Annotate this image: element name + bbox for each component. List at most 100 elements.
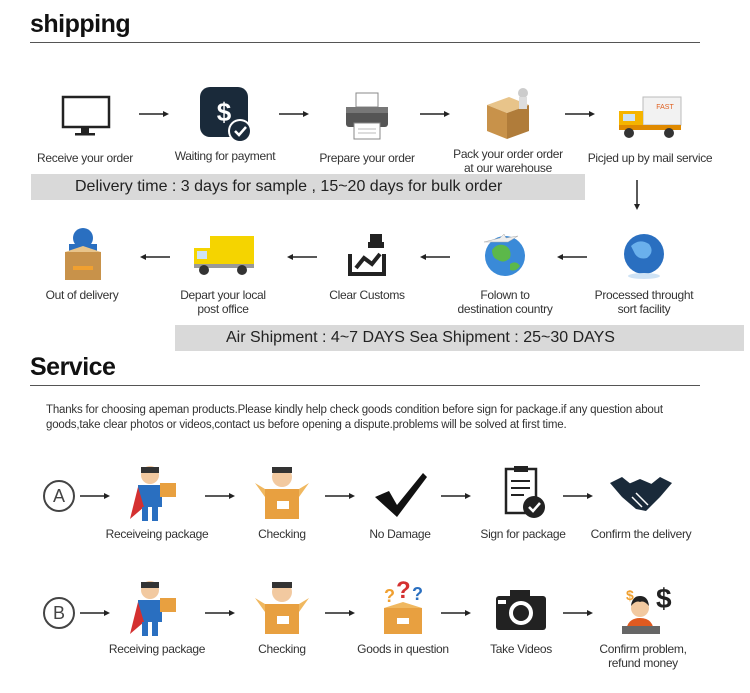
globe-icon (624, 234, 664, 279)
step-label: No Damage (369, 527, 431, 541)
customs-icon (348, 234, 386, 276)
arrow-right-icon (563, 493, 593, 499)
step-label: Goods in question (357, 642, 449, 656)
arrow-right-icon (565, 111, 595, 117)
arrow-right-icon (205, 493, 235, 499)
step-label: Confirm problem, (599, 642, 687, 656)
step-out-of-delivery: Out of delivery (17, 224, 147, 302)
step-clear-customs: Clear Customs (302, 224, 432, 302)
step-label: Processed throught (594, 288, 694, 302)
step-label: Depart your local (180, 288, 266, 302)
step-label: Receive your order (37, 151, 133, 165)
svg-text:$: $ (656, 583, 672, 614)
globe-plane-icon (483, 233, 525, 276)
arrow-left-icon (140, 254, 170, 260)
step-label: Receiving package (108, 642, 206, 656)
delivery-time-banner: Delivery time : 3 days for sample , 15~2… (31, 174, 585, 200)
step-label: Checking (258, 642, 306, 656)
step-sort-facility: Processed throught sort facility (579, 224, 709, 316)
svg-text:$: $ (626, 587, 634, 603)
checkmark-icon (375, 473, 427, 517)
shipping-title: shipping (30, 10, 131, 38)
step-label: Out of delivery (45, 288, 119, 302)
arrow-right-icon (279, 111, 309, 117)
step-checking-b: Checking (217, 578, 347, 656)
svg-text:?: ? (384, 586, 395, 606)
step-label-2: destination country (457, 302, 553, 316)
step-receiving-package-a: Receiveing package (92, 463, 222, 541)
package-icon (487, 88, 529, 139)
step-label: Pack your order order (453, 147, 563, 161)
arrow-right-icon (80, 610, 110, 616)
arrow-left-icon (557, 254, 587, 260)
printer-icon (346, 92, 388, 140)
arrow-right-icon (80, 493, 110, 499)
handshake-icon (610, 477, 672, 511)
step-label: Checking (258, 527, 306, 541)
step-checking-a: Checking (217, 463, 347, 541)
hero-package-icon (130, 581, 176, 636)
step-prepare-order: Prepare your order (302, 87, 432, 165)
support-agent-icon: $ $ (622, 583, 672, 634)
step-no-damage: No Damage (335, 463, 465, 541)
monitor-icon (61, 95, 111, 136)
checking-box-icon (255, 582, 309, 634)
arrow-right-icon (441, 493, 471, 499)
sign-document-icon (504, 466, 545, 518)
marker-b: B (43, 597, 75, 629)
step-label-2: post office (197, 302, 249, 316)
step-follow-destination: Folown to destination country (440, 224, 570, 316)
arrow-right-icon (139, 111, 169, 117)
step-label-2: refund money (608, 656, 678, 670)
shipping-divider (30, 42, 700, 43)
payment-icon: $ (200, 87, 252, 143)
step-label: Waiting for payment (174, 149, 276, 163)
step-goods-in-question: ? ? ? Goods in question (338, 578, 468, 656)
step-confirm-delivery: Confirm the delivery (576, 463, 706, 541)
mail-truck-icon: FAST (619, 96, 682, 138)
arrow-left-icon (287, 254, 317, 260)
step-sign-package: Sign for package (458, 463, 588, 541)
svg-text:$: $ (217, 97, 232, 127)
arrow-right-icon (563, 610, 593, 616)
step-label-2: sort facility (617, 302, 671, 316)
step-label: Picjed up by mail service (587, 151, 713, 165)
courier-box-icon (65, 228, 101, 280)
arrow-right-icon (441, 610, 471, 616)
arrow-right-icon (420, 111, 450, 117)
step-label: Prepare your order (319, 151, 415, 165)
svg-text:?: ? (412, 584, 423, 604)
arrow-left-icon (420, 254, 450, 260)
step-label: Clear Customs (329, 288, 405, 302)
question-box-icon: ? ? ? (384, 578, 423, 634)
service-title: Service (30, 353, 116, 381)
van-icon (194, 236, 254, 275)
arrow-right-icon (325, 610, 355, 616)
step-picked-up: FAST Picjed up by mail service (585, 87, 715, 165)
step-label: Take Videos (490, 642, 552, 656)
hero-package-icon (130, 466, 176, 521)
step-label: Receiveing package (105, 527, 209, 541)
shipment-time-banner: Air Shipment : 4~7 DAYS Sea Shipment : 2… (175, 325, 744, 351)
step-depart-post-office: Depart your local post office (158, 224, 288, 316)
step-label: Folown to (480, 288, 530, 302)
marker-a: A (43, 480, 75, 512)
step-label: Sign for package (480, 527, 566, 541)
svg-text:FAST: FAST (656, 104, 674, 111)
camera-icon (496, 590, 546, 630)
step-confirm-refund: $ $ Confirm problem, refund money (578, 578, 708, 670)
step-receiving-package-b: Receiving package (92, 578, 222, 656)
step-label: Confirm the delivery (590, 527, 692, 541)
arrow-right-icon (325, 493, 355, 499)
step-take-videos: Take Videos (456, 578, 586, 656)
step-label-2: at our warehouse (464, 161, 552, 175)
step-pack-order: Pack your order order at our warehouse (443, 83, 573, 175)
checking-box-icon (255, 467, 309, 519)
arrow-down-icon (634, 180, 640, 210)
step-receive-order: Receive your order (20, 87, 150, 165)
service-note: Thanks for choosing apeman products.Plea… (46, 404, 663, 431)
arrow-right-icon (205, 610, 235, 616)
svg-text:?: ? (396, 578, 411, 604)
service-divider (30, 385, 700, 386)
step-waiting-payment: $ Waiting for payment (160, 85, 290, 163)
